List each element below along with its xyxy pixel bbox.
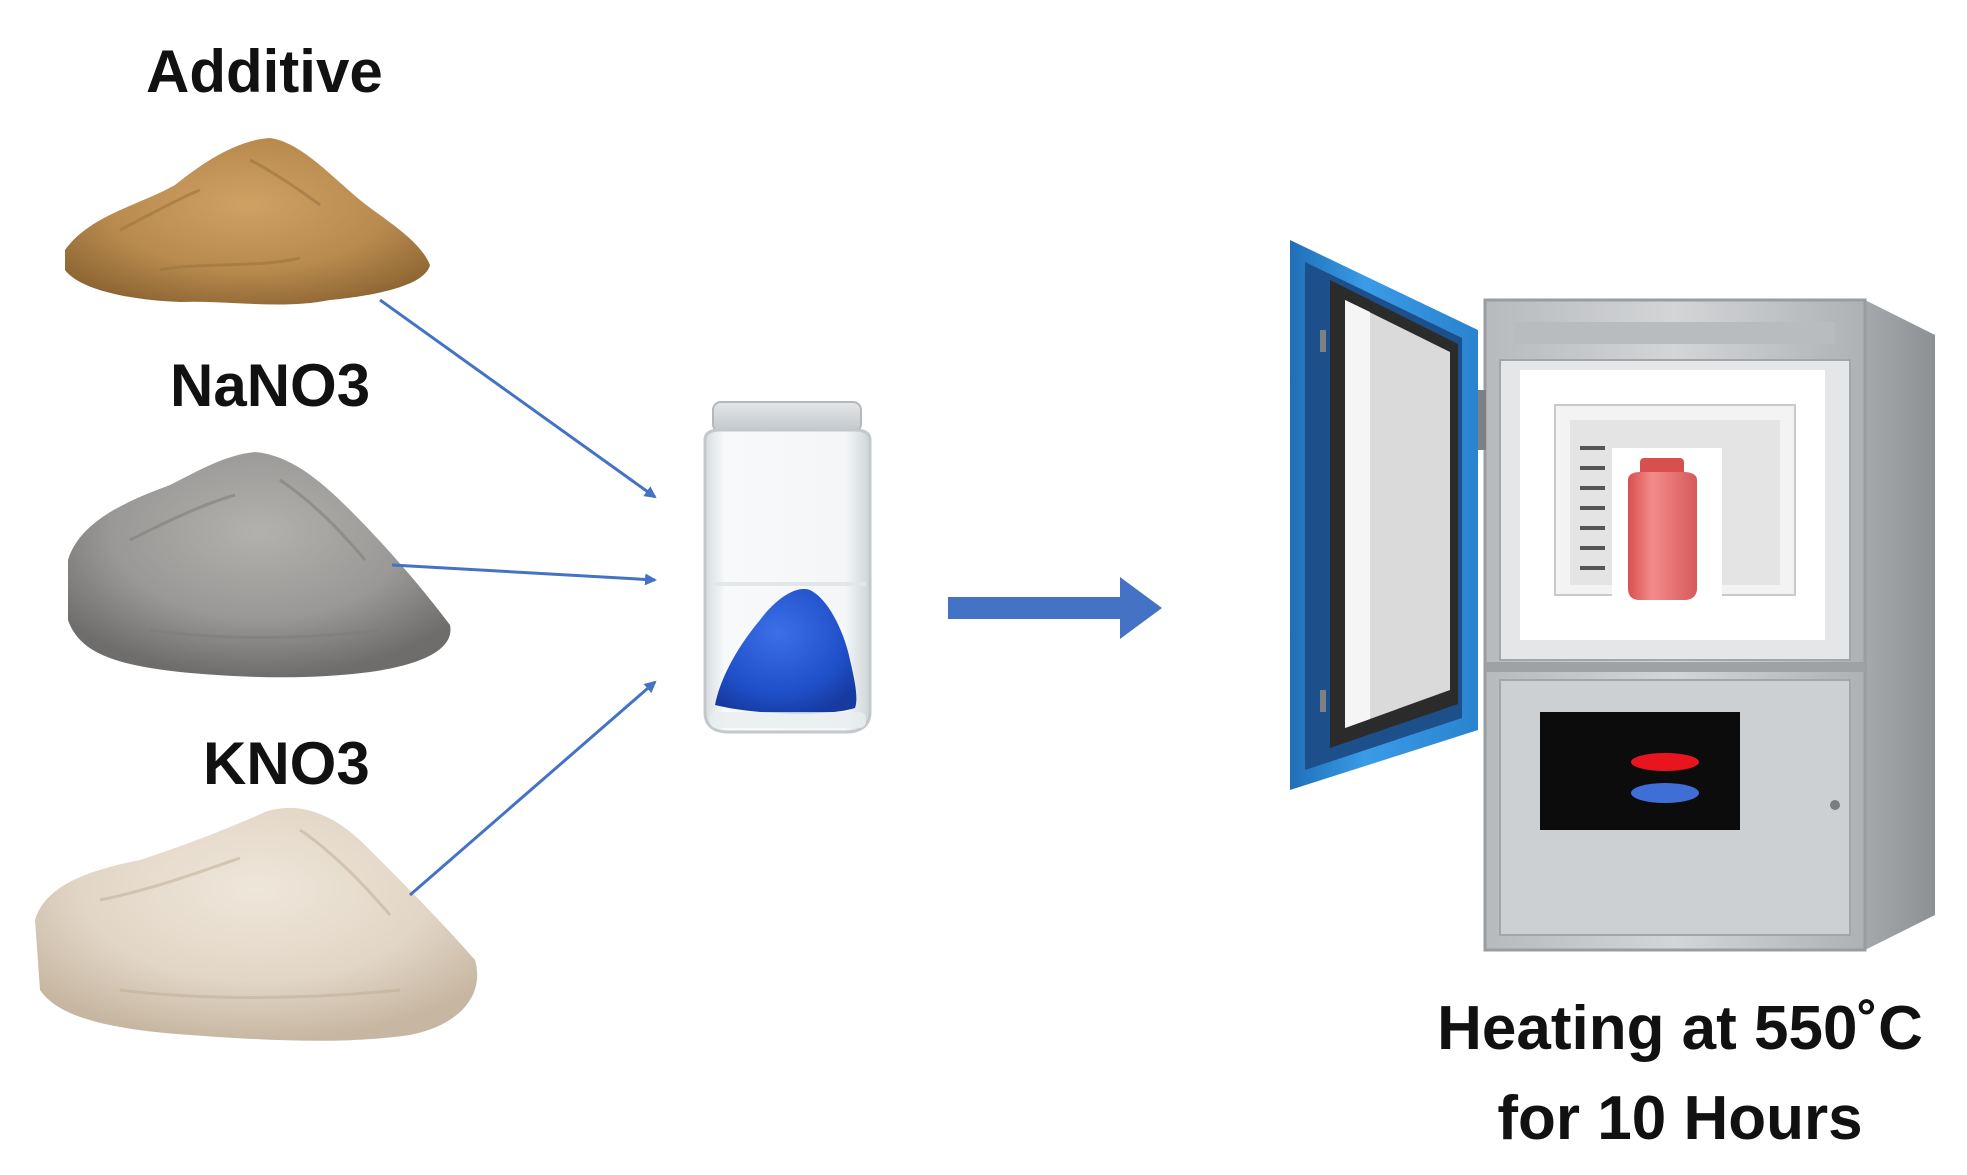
furnace-vent	[1515, 322, 1835, 344]
indicator-blue	[1631, 783, 1699, 803]
mixing-jar	[703, 401, 872, 734]
label-additive: Additive	[146, 38, 383, 105]
additive-powder-pile	[65, 138, 430, 305]
sample-bottle	[1612, 448, 1722, 600]
arrow-kno3-to-jar	[409, 680, 657, 897]
furnace-door	[1290, 240, 1478, 790]
process-arrow	[948, 577, 1162, 639]
nano3-powder-pile	[68, 452, 451, 678]
kno3-powder-pile	[35, 807, 478, 1041]
caption-line-1: Heating at 550˚C	[1437, 994, 1923, 1063]
muffle-furnace	[1290, 240, 1935, 952]
label-nano3: NaNO3	[170, 352, 371, 419]
heating-caption: Heating at 550˚C for 10 Hours	[1400, 984, 1960, 1164]
indicator-red	[1631, 753, 1699, 771]
caption-line-2: for 10 Hours	[1497, 1083, 1863, 1153]
label-kno3: KNO3	[203, 730, 370, 797]
control-panel	[1540, 712, 1740, 830]
arrow-nano3-to-jar	[391, 563, 657, 586]
blue-powder-mixture	[715, 589, 857, 714]
input-arrows	[379, 298, 657, 897]
arrow-additive-to-jar	[379, 298, 657, 499]
